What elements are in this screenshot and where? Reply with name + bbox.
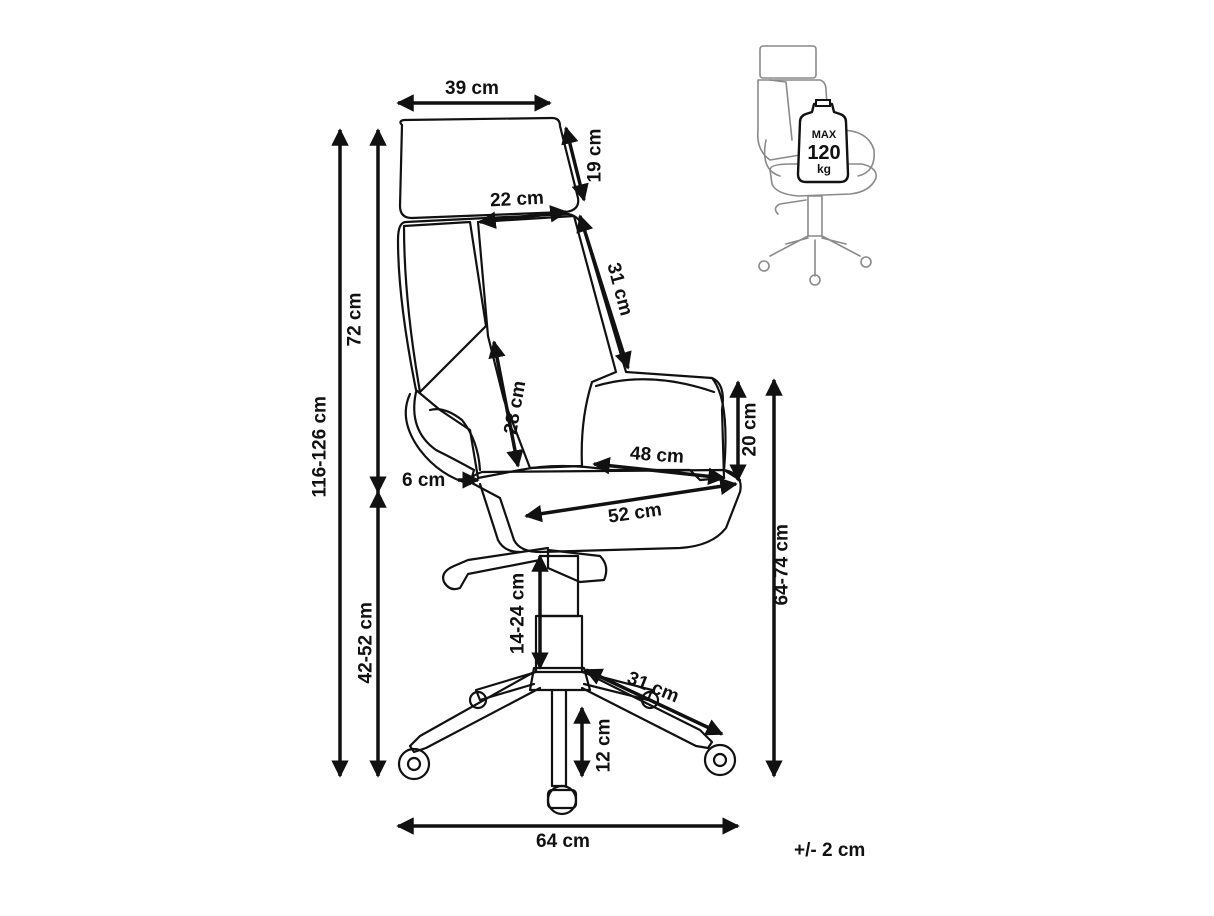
- base-leg-back-left: [474, 670, 538, 702]
- base-leg-left: [408, 670, 542, 754]
- seat: [468, 468, 742, 554]
- dimension-arrows: [331, 94, 783, 835]
- headrest: [398, 116, 580, 220]
- arrow-headrest-width: [478, 205, 568, 229]
- arrow-headrest-height: [561, 126, 589, 202]
- arrow-base-leg: [584, 668, 724, 736]
- arrow-lumbar: [488, 340, 524, 468]
- thumb-backrest-inner: [769, 79, 793, 141]
- label-tolerance: +/- 2 cm: [794, 840, 866, 861]
- caster-left: [397, 747, 431, 781]
- thumb-armrest: [839, 129, 875, 177]
- caster-back-left: [468, 690, 488, 710]
- label-base-width: 64 cm: [536, 831, 590, 852]
- backrest-center-panel: [476, 214, 618, 470]
- gas-cylinder-lower: [534, 614, 584, 674]
- label-seat-width: 48 cm: [629, 443, 685, 468]
- caster-right-inner: [712, 752, 728, 768]
- label-armrest-height: 20 cm: [739, 402, 761, 457]
- thumb-base: [769, 235, 861, 277]
- label-armrest-gap: 6 cm: [402, 470, 446, 491]
- thumb-caster-left: [758, 260, 770, 272]
- weight-badge-handle: [815, 99, 831, 107]
- chair-outline: [396, 116, 742, 816]
- armrest-left-inner: [428, 408, 482, 472]
- thumb-caster-right: [860, 256, 872, 268]
- badge-unit: kg: [816, 162, 831, 176]
- caster-right: [703, 743, 737, 777]
- label-headrest-height: 19 cm: [584, 128, 606, 183]
- thumb-cylinder: [807, 195, 823, 237]
- mechanism: [546, 548, 608, 584]
- base-leg-front: [550, 688, 568, 788]
- caster-front-housing: [546, 788, 578, 810]
- height-lever: [442, 546, 550, 591]
- thumb-headrest: [759, 45, 817, 79]
- label-headrest-width: 22 cm: [489, 187, 545, 212]
- gas-cylinder-upper: [538, 554, 580, 618]
- weight-badge-shape: [796, 102, 850, 184]
- armrest-left: [404, 390, 476, 486]
- backrest-left-panel: [402, 220, 488, 394]
- arrow-seat-width: [592, 456, 726, 486]
- thumb-arm-left: [763, 139, 781, 177]
- badge-max: MAX: [811, 129, 837, 141]
- label-base-height: 12 cm: [593, 718, 615, 773]
- thumb-lever: [774, 199, 807, 215]
- arrow-seat-depth: [524, 477, 738, 523]
- backrest-outer: [396, 212, 726, 482]
- thumb-seat: [769, 163, 878, 197]
- backrest-right-arc: [594, 378, 716, 394]
- label-total-height: 116-126 cm: [309, 396, 331, 498]
- label-gas-lift: 14-24 cm: [507, 572, 529, 655]
- badge-value: 120: [807, 142, 841, 164]
- arrow-backrest-upper: [576, 214, 632, 370]
- label-height-with-arms: 64-74 cm: [771, 524, 793, 606]
- caster-left-inner: [406, 756, 422, 772]
- label-seat-height: 42-52 cm: [355, 602, 377, 684]
- thumb-caster-front: [809, 274, 821, 286]
- label-back-height: 72 cm: [344, 292, 366, 347]
- weight-icon: [796, 99, 850, 184]
- armrest-right: [710, 376, 742, 482]
- thumbnail-chair: [756, 45, 878, 286]
- label-width-top: 39 cm: [445, 78, 499, 99]
